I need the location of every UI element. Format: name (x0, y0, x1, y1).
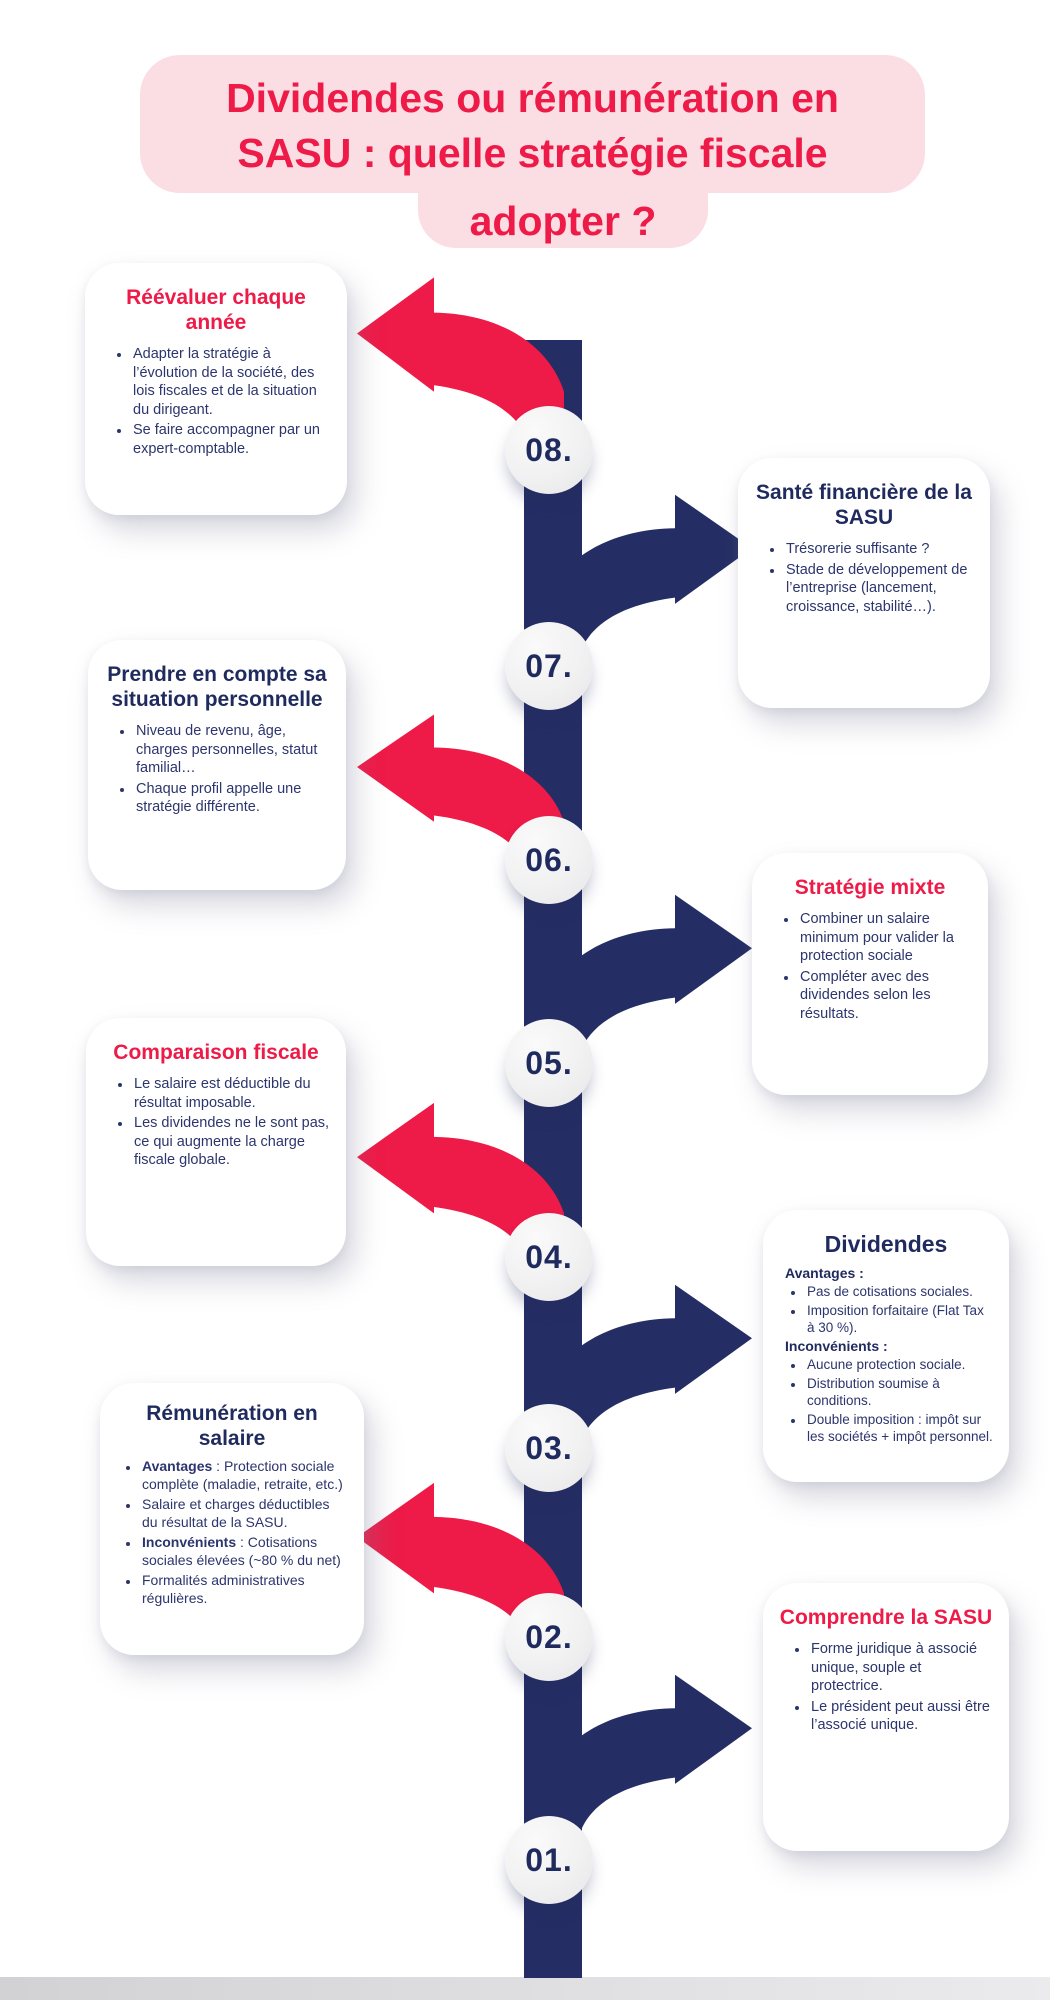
step-number-02: 02. (505, 1593, 593, 1681)
arrow-step-05-icon (545, 880, 757, 1048)
card-step-07: Santé financière de la SASU Trésorerie s… (738, 458, 990, 708)
step-number-08-label: 08. (525, 431, 573, 468)
card-step-02: Rémunération en salaire Avantages : Prot… (100, 1383, 364, 1655)
card-step-03-drawbacks-label: Inconvénients : (785, 1338, 888, 1354)
bullet-text: Salaire et charges déductibles du résult… (142, 1496, 330, 1530)
page-title-line2: SASU : quelle stratégie fiscale (237, 130, 828, 176)
card-step-01: Comprendre la SASU Forme juridique à ass… (763, 1583, 1009, 1851)
step-number-02-label: 02. (525, 1618, 573, 1655)
step-number-08: 08. (505, 406, 593, 494)
card-step-01-bullets: Forme juridique à associé unique, souple… (779, 1640, 993, 1735)
step-number-03: 03. (505, 1404, 593, 1492)
card-step-04: Comparaison fiscale Le salaire est déduc… (86, 1018, 346, 1266)
bullet: Aucune protection sociale. (805, 1356, 993, 1373)
bullet: Trésorerie suffisante ? (784, 540, 974, 559)
bullet-lead: Inconvénients (142, 1534, 237, 1550)
bullet: Imposition forfaitaire (Flat Tax à 30 %)… (805, 1302, 993, 1336)
arrow-step-07-icon (545, 480, 757, 648)
card-step-05: Stratégie mixte Combiner un salaire mini… (752, 853, 988, 1095)
bullet-text: Formalités administratives régulières. (142, 1572, 305, 1606)
bullet: Forme juridique à associé unique, souple… (809, 1640, 993, 1696)
card-step-02-bullets: Avantages : Protection sociale complète … (116, 1457, 348, 1607)
card-step-05-title: Stratégie mixte (794, 876, 946, 899)
card-step-07-title: Santé financière de la SASU (756, 481, 972, 529)
arrow-step-02-icon (352, 1468, 564, 1638)
bullet: Niveau de revenu, âge, charges personnel… (134, 722, 330, 778)
card-step-08: Réévaluer chaque année Adapter la straté… (85, 263, 347, 515)
bullet: Le président peut aussi être l’associé u… (809, 1698, 993, 1735)
step-number-04: 04. (505, 1213, 593, 1301)
card-step-04-title: Comparaison fiscale (113, 1041, 319, 1064)
card-step-06-bullets: Niveau de revenu, âge, charges personnel… (104, 722, 330, 817)
step-number-05: 05. (505, 1019, 593, 1107)
step-number-07: 07. (505, 622, 593, 710)
bullet-text: : Cotisations sociales élevées (~80 % du… (142, 1534, 341, 1568)
arrow-step-03-icon (545, 1270, 757, 1438)
step-number-05-label: 05. (525, 1044, 573, 1081)
bullet: Double imposition : impôt sur les sociét… (805, 1411, 993, 1445)
bullet: Distribution soumise à conditions. (805, 1375, 993, 1409)
arrow-step-01-icon (545, 1660, 757, 1828)
step-number-06-label: 06. (525, 841, 573, 878)
bullet: Se faire accompagner par un expert-compt… (131, 421, 331, 458)
page-title-main: Dividendes ou rémunération en SASU : que… (140, 55, 925, 193)
page-title: adopter ? Dividendes ou rémunération en … (140, 55, 925, 248)
bullet: Inconvénients : Cotisations sociales éle… (140, 1533, 348, 1569)
step-number-03-label: 03. (525, 1429, 573, 1466)
bullet-lead: Avantages (142, 1458, 213, 1474)
card-step-03-advantages: Pas de cotisations sociales. Imposition … (779, 1283, 993, 1336)
bullet: Chaque profil appelle une stratégie diff… (134, 780, 330, 817)
bullet: Les dividendes ne le sont pas, ce qui au… (132, 1114, 330, 1170)
bullet: Pas de cotisations sociales. (805, 1283, 993, 1300)
arrow-step-06-icon (352, 700, 564, 865)
card-step-01-title: Comprendre la SASU (779, 1606, 993, 1629)
bullet: Le salaire est déductible du résultat im… (132, 1075, 330, 1112)
card-step-08-bullets: Adapter la stratégie à l’évolution de la… (101, 345, 331, 458)
step-number-01-label: 01. (525, 1841, 573, 1878)
card-step-05-bullets: Combiner un salaire minimum pour valider… (768, 910, 972, 1023)
step-number-01: 01. (505, 1816, 593, 1904)
card-step-02-title: Rémunération en salaire (146, 1402, 318, 1450)
bullet: Compléter avec des dividendes selon les … (798, 968, 972, 1024)
card-step-03-title: Dividendes (824, 1231, 948, 1257)
card-step-03: Dividendes Avantages : Pas de cotisation… (763, 1210, 1009, 1482)
bullet: Adapter la stratégie à l’évolution de la… (131, 345, 331, 419)
footer-band (0, 1977, 1050, 2000)
bullet: Stade de développement de l’entreprise (… (784, 561, 974, 617)
card-step-08-title: Réévaluer chaque année (126, 286, 306, 334)
bullet: Salaire et charges déductibles du résult… (140, 1495, 348, 1531)
bullet-text: : Protection sociale complète (maladie, … (142, 1458, 343, 1492)
page-title-line1: Dividendes ou rémunération en (226, 75, 839, 121)
bullet: Combiner un salaire minimum pour valider… (798, 910, 972, 966)
card-step-06-title: Prendre en compte sa situation personnel… (107, 663, 327, 711)
card-step-06: Prendre en compte sa situation personnel… (88, 640, 346, 890)
card-step-03-advantages-label: Avantages : (785, 1265, 864, 1281)
step-number-06: 06. (505, 816, 593, 904)
step-number-04-label: 04. (525, 1238, 573, 1275)
card-step-04-bullets: Le salaire est déductible du résultat im… (102, 1075, 330, 1170)
card-step-03-drawbacks: Aucune protection sociale. Distribution … (779, 1356, 993, 1445)
bullet: Avantages : Protection sociale complète … (140, 1457, 348, 1493)
bullet: Formalités administratives régulières. (140, 1571, 348, 1607)
arrow-step-08-icon (352, 262, 564, 438)
arrow-step-04-icon (352, 1088, 564, 1258)
step-number-07-label: 07. (525, 647, 573, 684)
card-step-07-bullets: Trésorerie suffisante ? Stade de dévelop… (754, 540, 974, 616)
